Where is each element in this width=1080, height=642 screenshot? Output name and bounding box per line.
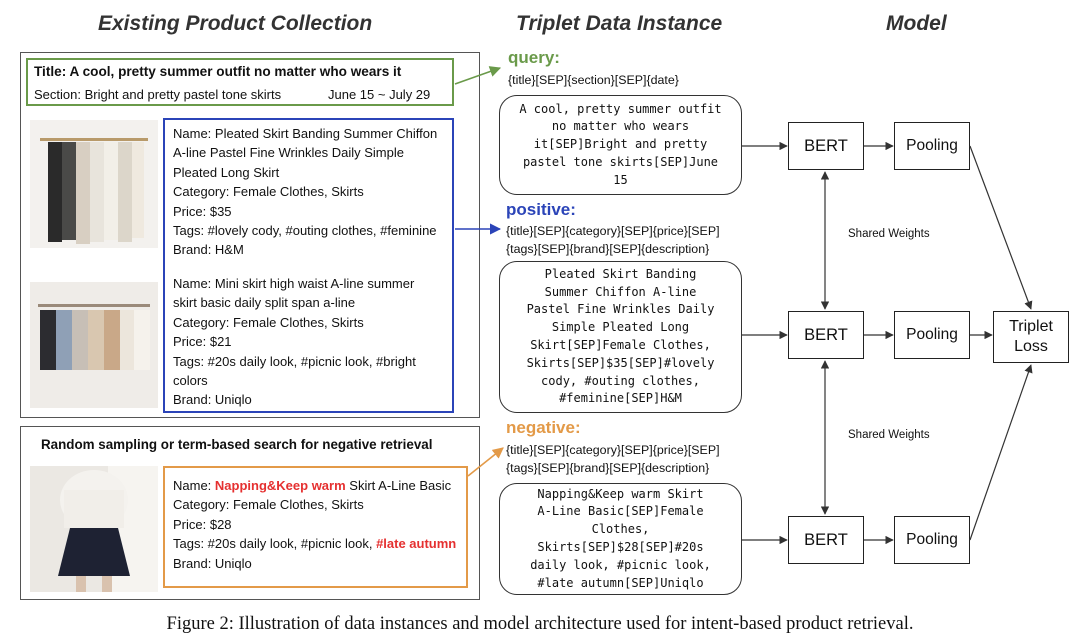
negative-product-box: Name: Napping&Keep warm Skirt A-Line Bas… (163, 466, 468, 588)
negative-text-line: #late autumn[SEP]Uniqlo (537, 575, 704, 590)
arrow-pooling-negative-to-loss (969, 364, 1033, 541)
negative-product-brand: Brand: Uniqlo (173, 555, 252, 571)
product-1-tags: Tags: #lovely cody, #outing clothes, #fe… (173, 223, 437, 239)
product-2-name-line-2: skirt basic daily split span a-line (173, 295, 356, 311)
negative-product-price: Price: $28 (173, 516, 232, 532)
product-1-name-line-2: A-line Pastel Fine Wrinkles Daily Simple (173, 145, 404, 161)
query-text-line: A cool, pretty summer outfit (519, 101, 722, 116)
figure-caption: Figure 2: Illustration of data instances… (166, 614, 914, 634)
triplet-loss-label-line-1: Triplet (1009, 318, 1053, 335)
pooling-box-query: Pooling (894, 122, 970, 170)
product-2-name-line-1: Name: Mini skirt high waist A-line summe… (173, 276, 415, 291)
arrow-pooling-query-to-loss (969, 145, 1033, 310)
positive-text-line: Pastel Fine Wrinkles Daily (526, 302, 715, 317)
shared-weights-label-upper: Shared Weights (848, 228, 930, 240)
query-text-line: pastel tone skirts[SEP]June (522, 154, 719, 169)
negative-text-line: Napping&Keep warm Skirt (537, 486, 704, 501)
product-2-details: Name: Mini skirt high waist A-line summe… (173, 274, 416, 410)
triplet-loss-box: Triplet Loss (993, 311, 1069, 363)
bert-box-positive: BERT (788, 311, 864, 359)
shared-weights-label-lower: Shared Weights (848, 429, 930, 441)
triplet-loss-label-line-2: Loss (1014, 338, 1048, 355)
query-text-line: it[SEP]Bright and pretty (533, 137, 708, 152)
arrow-query-card-to-query (454, 66, 502, 85)
product-1-name-line-1: Name: Pleated Skirt Banding Summer Chiff… (173, 126, 438, 141)
positive-text: Pleated Skirt Banding Summer Chiffon A-l… (527, 266, 715, 408)
positive-text-line: Skirts[SEP]$35[SEP]#lovely (526, 355, 715, 370)
negative-template-line-1: {title}[SEP]{category}[SEP]{price}[SEP] (506, 443, 720, 457)
query-card-dates: June 15 ~ July 29 (328, 87, 431, 102)
negative-retrieval-title: Random sampling or term-based search for… (41, 437, 433, 452)
positive-template-line-2: {tags}[SEP]{brand}[SEP]{description} (506, 242, 710, 256)
query-text: A cool, pretty summer outfit no matter w… (519, 101, 721, 190)
negative-label: negative: (506, 418, 581, 437)
negative-text-line: A-Line Basic[SEP]Female (537, 504, 704, 519)
positive-text-line: Skirt[SEP]Female Clothes, (530, 338, 711, 352)
query-text-line: 15 (613, 172, 628, 187)
triplet-header: Triplet Data Instance (516, 12, 723, 35)
positive-text-line: #feminine[SEP]H&M (559, 391, 682, 406)
product-photo-negative-skirt (30, 466, 158, 592)
negative-text-box: Napping&Keep warm Skirt A-Line Basic[SEP… (499, 483, 742, 595)
negative-text-line: daily look, #picnic look, (530, 557, 711, 572)
product-1-category: Category: Female Clothes, Skirts (173, 184, 364, 200)
arrow-negative-product-to-negative (467, 447, 504, 477)
query-template: {title}[SEP]{section}[SEP]{date} (508, 73, 679, 87)
product-1-name-line-3: Pleated Long Skirt (173, 164, 280, 180)
query-card-section: Section: Bright and pretty pastel tone s… (34, 87, 282, 102)
negative-template-line-2: {tags}[SEP]{brand}[SEP]{description} (506, 461, 710, 475)
positive-template: {title}[SEP]{category}[SEP]{price}[SEP] … (506, 222, 720, 258)
product-1-brand: Brand: H&M (173, 242, 244, 258)
query-label: query: (508, 48, 560, 67)
positive-products-box: Name: Pleated Skirt Banding Summer Chiff… (163, 118, 454, 413)
negative-text-line: Skirts[SEP]$28[SEP]#20s (537, 540, 704, 554)
query-text-line: no matter who wears (551, 119, 690, 134)
product-2-price: Price: $21 (173, 334, 232, 350)
product-2-brand: Brand: Uniqlo (173, 392, 252, 408)
product-1-details: Name: Pleated Skirt Banding Summer Chiff… (173, 124, 437, 260)
product-collection-frame (20, 52, 480, 418)
positive-text-line: Summer Chiffon A-line (544, 284, 697, 299)
query-card: Title: A cool, pretty summer outfit no m… (26, 58, 454, 106)
product-2-category: Category: Female Clothes, Skirts (173, 314, 364, 330)
pooling-box-positive: Pooling (894, 311, 970, 359)
negative-text: Napping&Keep warm Skirt A-Line Basic[SEP… (530, 486, 711, 593)
product-2-tags-line-1: Tags: #20s daily look, #picnic look, #br… (173, 353, 416, 369)
negative-product-details: Name: Napping&Keep warm Skirt A-Line Bas… (173, 476, 456, 573)
negative-product-name: Name: Napping&Keep warm Skirt A-Line Bas… (173, 478, 452, 493)
query-card-title: Title: A cool, pretty summer outfit no m… (34, 64, 402, 79)
bert-box-query: BERT (788, 122, 864, 170)
product-photo-mini-skirts (30, 282, 158, 408)
negative-product-tags: Tags: #20s daily look, #picnic look, #la… (173, 536, 457, 552)
query-text-box: A cool, pretty summer outfit no matter w… (499, 95, 742, 195)
product-2-tags-line-2: colors (173, 373, 208, 389)
positive-text-box: Pleated Skirt Banding Summer Chiffon A-l… (499, 261, 742, 413)
positive-text-line: Pleated Skirt Banding (544, 266, 697, 281)
collection-header: Existing Product Collection (98, 12, 373, 35)
product-photo-pleated-skirts (30, 120, 158, 248)
positive-text-line: Simple Pleated Long (551, 320, 690, 335)
positive-text-line: cody, #outing clothes, (541, 373, 700, 388)
bert-box-negative: BERT (788, 516, 864, 564)
product-1-price: Price: $35 (173, 203, 232, 219)
positive-label: positive: (506, 200, 576, 219)
negative-template: {title}[SEP]{category}[SEP]{price}[SEP] … (506, 441, 720, 477)
negative-text-line: Clothes, (591, 522, 650, 537)
negative-retrieval-frame: Random sampling or term-based search for… (20, 426, 480, 600)
positive-template-line-1: {title}[SEP]{category}[SEP]{price}[SEP] (506, 224, 720, 238)
model-header: Model (886, 12, 947, 35)
negative-product-category: Category: Female Clothes, Skirts (173, 497, 364, 513)
pooling-box-negative: Pooling (894, 516, 970, 564)
